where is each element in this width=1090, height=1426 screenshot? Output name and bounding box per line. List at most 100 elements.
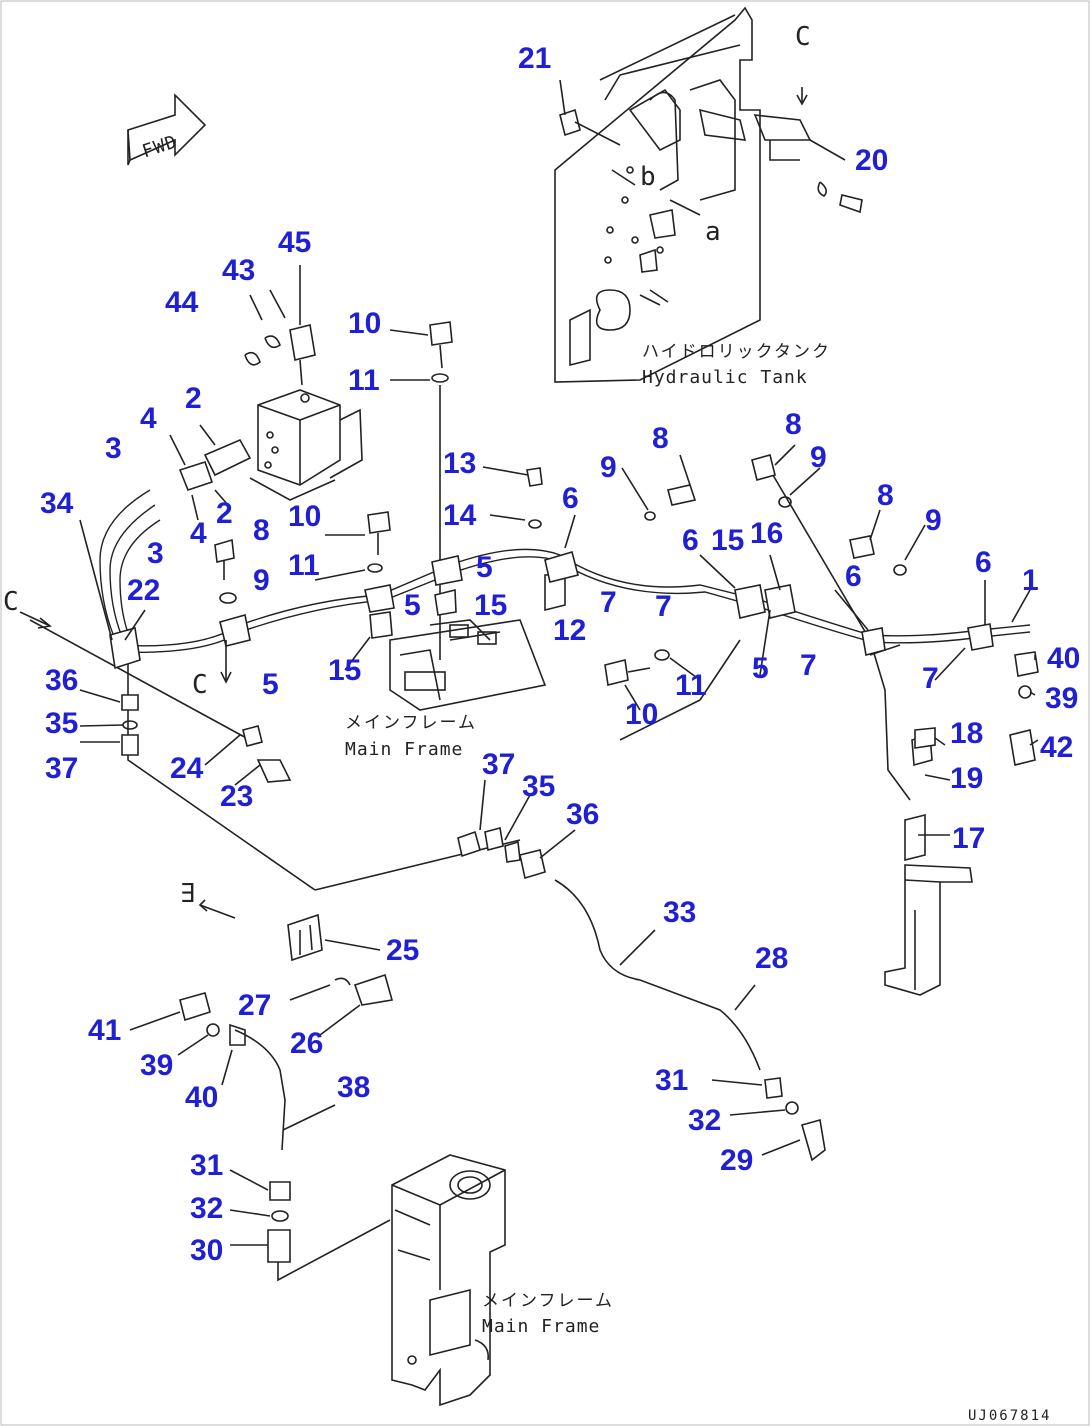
callout-5: 5 [476,551,493,584]
callout-6: 6 [975,546,992,579]
callout-10: 10 [348,307,381,340]
callout-31: 31 [655,1064,688,1097]
callout-20: 20 [855,144,888,177]
callout-39: 39 [1045,682,1078,715]
callout-18: 18 [950,717,983,750]
connectors [121,651,1039,1263]
callout-19: 19 [950,762,983,795]
callout-44: 44 [165,286,199,319]
view-arrows [19,87,808,919]
callout-10: 10 [625,698,658,731]
callout-9: 9 [925,504,942,537]
main-frame-bottom [391,1154,506,1407]
hydraulic-tank-en-label: Hydraulic Tank [642,367,808,388]
callout-7: 7 [600,586,617,619]
callout-numbers: 1 2 2 3 3 4 4 5 5 5 5 5 6 6 6 6 7 7 7 7 … [40,42,1080,1267]
callout-28: 28 [755,942,788,975]
callout-10: 10 [288,500,321,533]
callout-33: 33 [663,896,696,929]
view-c-top-label: C [795,22,811,52]
view-c-mid-label: C [192,670,208,700]
callout-5: 5 [752,652,769,685]
hose-lines [29,385,1031,1282]
callout-30: 30 [190,1234,223,1267]
callout-13: 13 [443,447,476,480]
main-frame-jp-label-2: メインフレーム [482,1291,614,1311]
callout-38: 38 [337,1071,370,1104]
callout-3: 3 [105,432,122,465]
callout-15: 15 [328,654,361,687]
callout-15: 15 [474,589,507,622]
drawing-code: UJ067814 [968,1408,1051,1424]
fwd-arrow-icon [127,93,207,166]
callout-9: 9 [810,441,827,474]
callout-26: 26 [290,1027,323,1060]
callout-22: 22 [127,574,160,607]
callout-37: 37 [45,752,78,785]
main-frame-middle [389,619,547,711]
callout-34: 34 [40,487,74,520]
callout-16: 16 [750,517,783,550]
callout-5: 5 [404,589,421,622]
callout-3: 3 [147,537,164,570]
callout-6: 6 [562,482,579,515]
callout-35: 35 [45,707,78,740]
hydraulic-tank-assembly [554,6,863,383]
callout-7: 7 [800,649,817,682]
callout-2: 2 [185,382,202,415]
callout-1: 1 [1022,564,1039,597]
callout-15: 15 [711,524,744,557]
callout-17: 17 [952,822,985,855]
callout-36: 36 [45,664,78,697]
callout-12: 12 [553,614,586,647]
callout-8: 8 [877,479,894,512]
callout-32: 32 [190,1192,223,1225]
lower-clamp [179,913,394,1046]
callout-11: 11 [675,669,707,702]
callout-40: 40 [1047,642,1080,675]
callout-29: 29 [720,1144,753,1177]
callout-37: 37 [482,748,515,781]
callout-2: 2 [216,497,233,530]
callout-27: 27 [238,989,271,1022]
callout-8: 8 [253,514,270,547]
clamps [109,550,994,670]
callout-35: 35 [522,770,555,803]
callout-8: 8 [652,422,669,455]
callout-9: 9 [253,564,270,597]
bolts [214,321,936,749]
callout-39: 39 [140,1049,173,1082]
main-frame-en-label-2: Main Frame [482,1316,600,1337]
leader-lines [79,79,1039,1246]
callout-36: 36 [566,798,599,831]
right-bracket [884,733,973,996]
callout-7: 7 [922,662,939,695]
view-b-label: b [640,162,656,192]
callout-4: 4 [190,517,207,550]
callout-42: 42 [1040,731,1073,764]
valve-block [178,324,363,501]
callout-9: 9 [600,451,617,484]
callout-25: 25 [386,934,419,967]
callout-24: 24 [170,752,204,785]
callout-8: 8 [785,408,802,441]
hydraulic-tank-jp-label: ハイドロリックタンク [642,342,831,362]
callout-31: 31 [190,1149,223,1182]
view-c-left-label: C [3,587,19,617]
callout-41: 41 [88,1014,121,1047]
arrow-label-small: ∃ [180,879,196,909]
callout-21: 21 [518,42,551,75]
callout-5: 5 [262,668,279,701]
callout-6: 6 [845,560,862,593]
callout-45: 45 [278,226,311,259]
callout-7: 7 [655,590,672,623]
callout-4: 4 [140,402,157,435]
main-frame-jp-label-1: メインフレーム [345,713,477,733]
callout-11: 11 [288,549,320,582]
view-a-label: a [705,217,721,247]
main-frame-en-label-1: Main Frame [345,739,463,760]
callout-43: 43 [222,254,255,287]
callout-23: 23 [220,780,253,813]
